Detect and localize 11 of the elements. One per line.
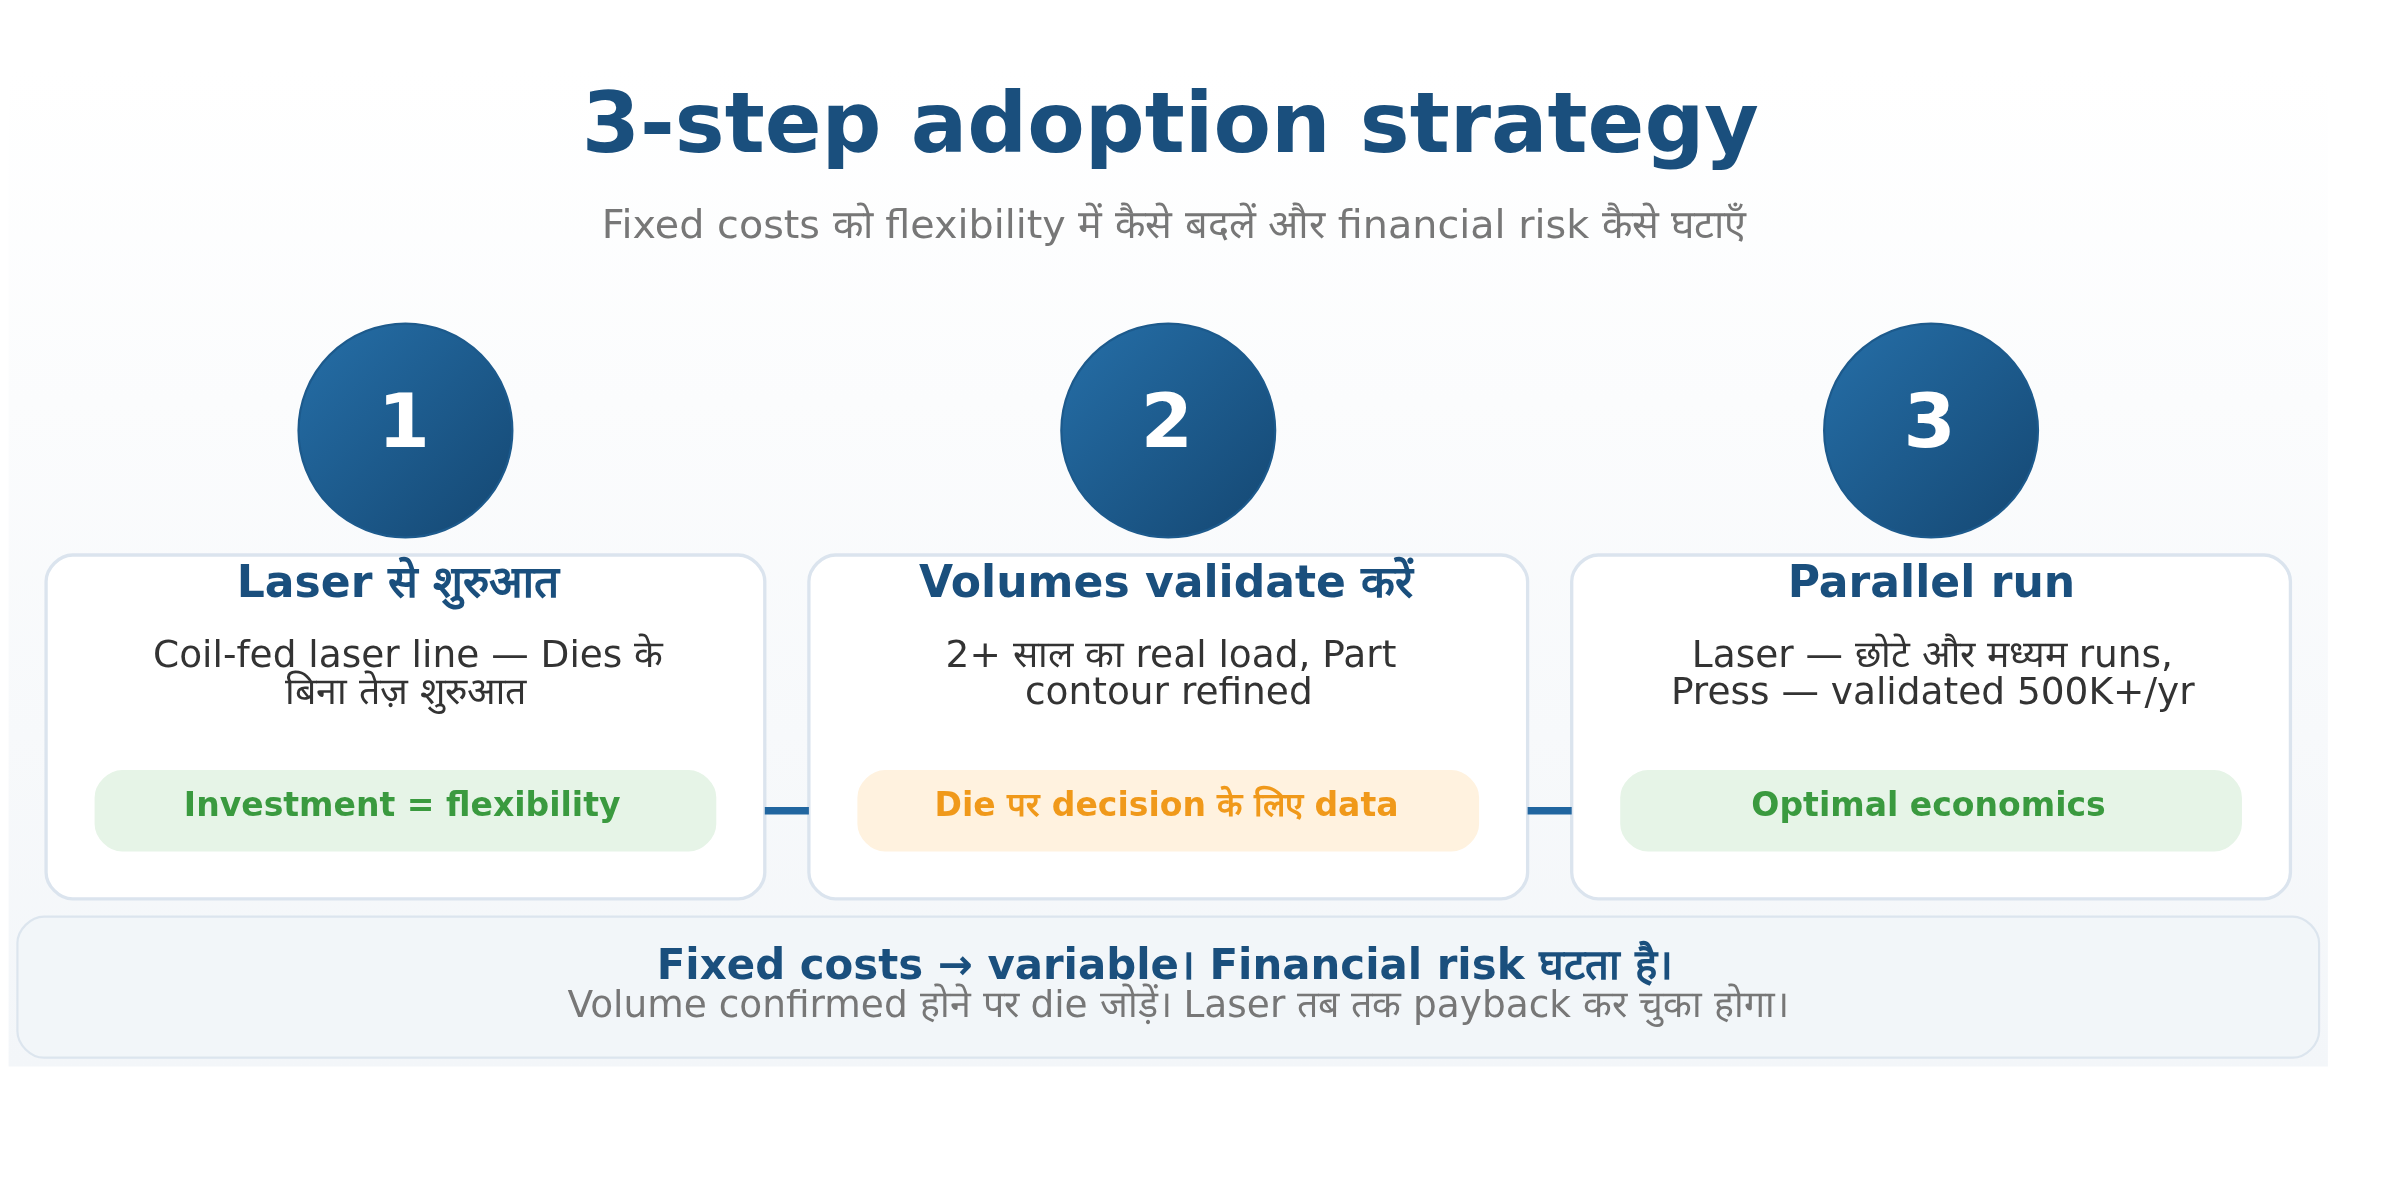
node-box: Fixed costs → variable। Financial risk घटता है। Volume confirmed होने पर die जोड़ें। Laser तब तक payback कर चुका होगा। — [16, 915, 2321, 1059]
connector — [764, 806, 809, 815]
node-box: Investment = flexibility — [94, 770, 717, 852]
diagram-title: 3-step adoption strategy — [581, 74, 1759, 173]
node-circle: 1 — [297, 322, 514, 539]
label: Fixed costs को flexibility में कैसे बदलें और financial risk कैसे घटाएँ — [601, 201, 1747, 248]
node-box: Optimal economics — [1620, 770, 2242, 852]
node-circle: 2 — [1060, 322, 1277, 539]
connector — [1527, 806, 1572, 815]
node-circle: 3 — [1823, 322, 2040, 539]
node-box: Die पर decision के लिए data — [857, 770, 1480, 852]
